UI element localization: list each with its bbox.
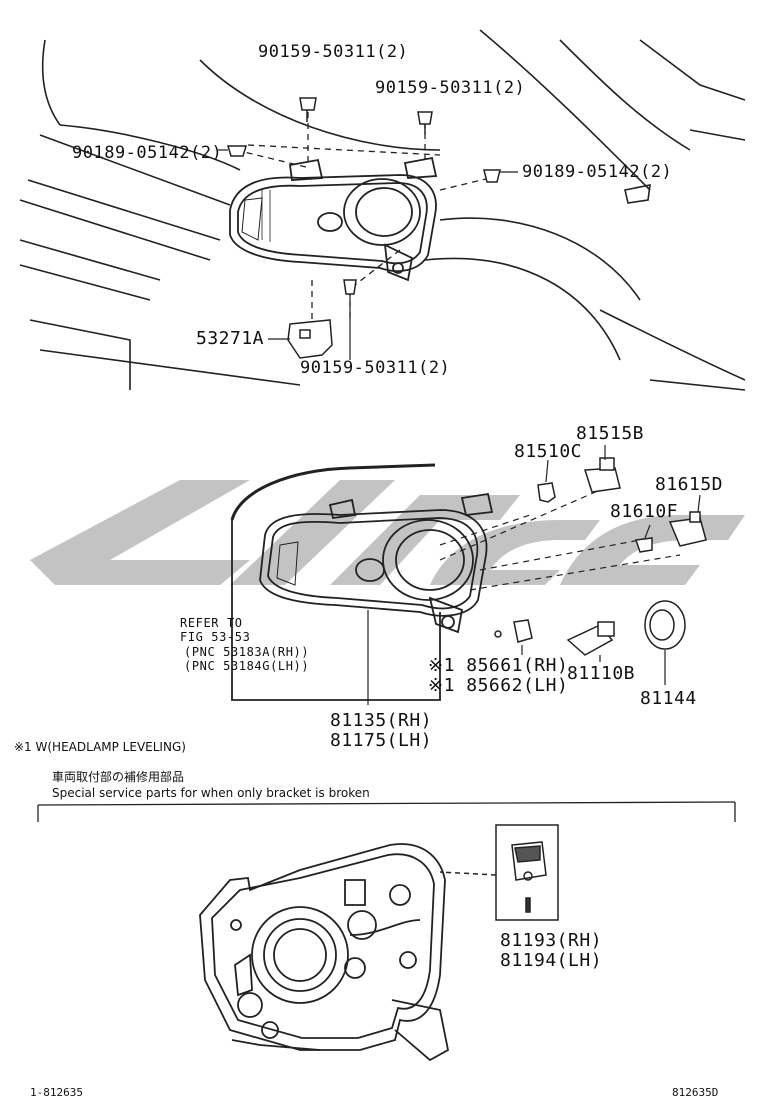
label-81515b: 81515B xyxy=(576,423,645,444)
label-85662-lh: ※1 85662(LH) xyxy=(428,675,569,696)
label-81175-lh: 81175(LH) xyxy=(330,730,433,751)
label-90189-05142-left: 90189-05142(2) xyxy=(72,143,223,163)
separator xyxy=(37,801,736,822)
middle-headlamp xyxy=(230,463,494,701)
label-53271a: 53271A xyxy=(196,328,265,349)
top-headlamp xyxy=(229,156,438,282)
label-90159-50311-a: 90159-50311(2) xyxy=(258,42,409,62)
label-90159-50311-b: 90159-50311(2) xyxy=(375,78,526,98)
label-90159-50311-bottom: 90159-50311(2) xyxy=(300,358,451,378)
top-label-leaders xyxy=(218,149,518,360)
label-81135-rh: 81135(RH) xyxy=(330,710,433,731)
top-fasteners xyxy=(226,97,501,359)
top-dashed-leaders xyxy=(235,112,491,320)
middle-label-leaders xyxy=(367,445,701,705)
label-refer-to: REFER TO xyxy=(180,616,243,630)
footer-right-code: 812635D xyxy=(672,1086,719,1099)
note-special-service: Special service parts for when only brac… xyxy=(52,786,370,800)
note-japanese: 車両取付部の補修用部品 xyxy=(52,770,185,784)
label-81144: 81144 xyxy=(640,688,697,709)
label-81610f: 81610F xyxy=(610,501,679,522)
bracket-inset xyxy=(439,824,559,921)
note-headlamp-leveling: ※1 W(HEADLAMP LEVELING) xyxy=(14,740,186,754)
middle-bulbs xyxy=(494,457,707,656)
label-81110b: 81110B xyxy=(567,663,636,684)
rear-housing xyxy=(199,843,450,1062)
label-pnc-rh: (PNC 53183A(RH)) xyxy=(184,645,310,659)
label-81510c: 81510C xyxy=(514,441,583,462)
label-fig-ref: FIG 53-53 xyxy=(180,630,251,644)
watermark-logo xyxy=(30,480,745,585)
footer-left-code: 1-812635 xyxy=(30,1086,83,1099)
label-pnc-lh: (PNC 53184G(LH)) xyxy=(184,659,310,673)
middle-dashed-leaders xyxy=(439,489,681,591)
label-81193-rh: 81193(RH) xyxy=(500,930,603,951)
vehicle-body-linework xyxy=(19,29,746,391)
label-81615d: 81615D xyxy=(655,474,724,495)
label-90189-05142-right: 90189-05142(2) xyxy=(522,162,673,182)
label-81194-lh: 81194(LH) xyxy=(500,950,603,971)
label-85661-rh: ※1 85661(RH) xyxy=(428,655,569,676)
